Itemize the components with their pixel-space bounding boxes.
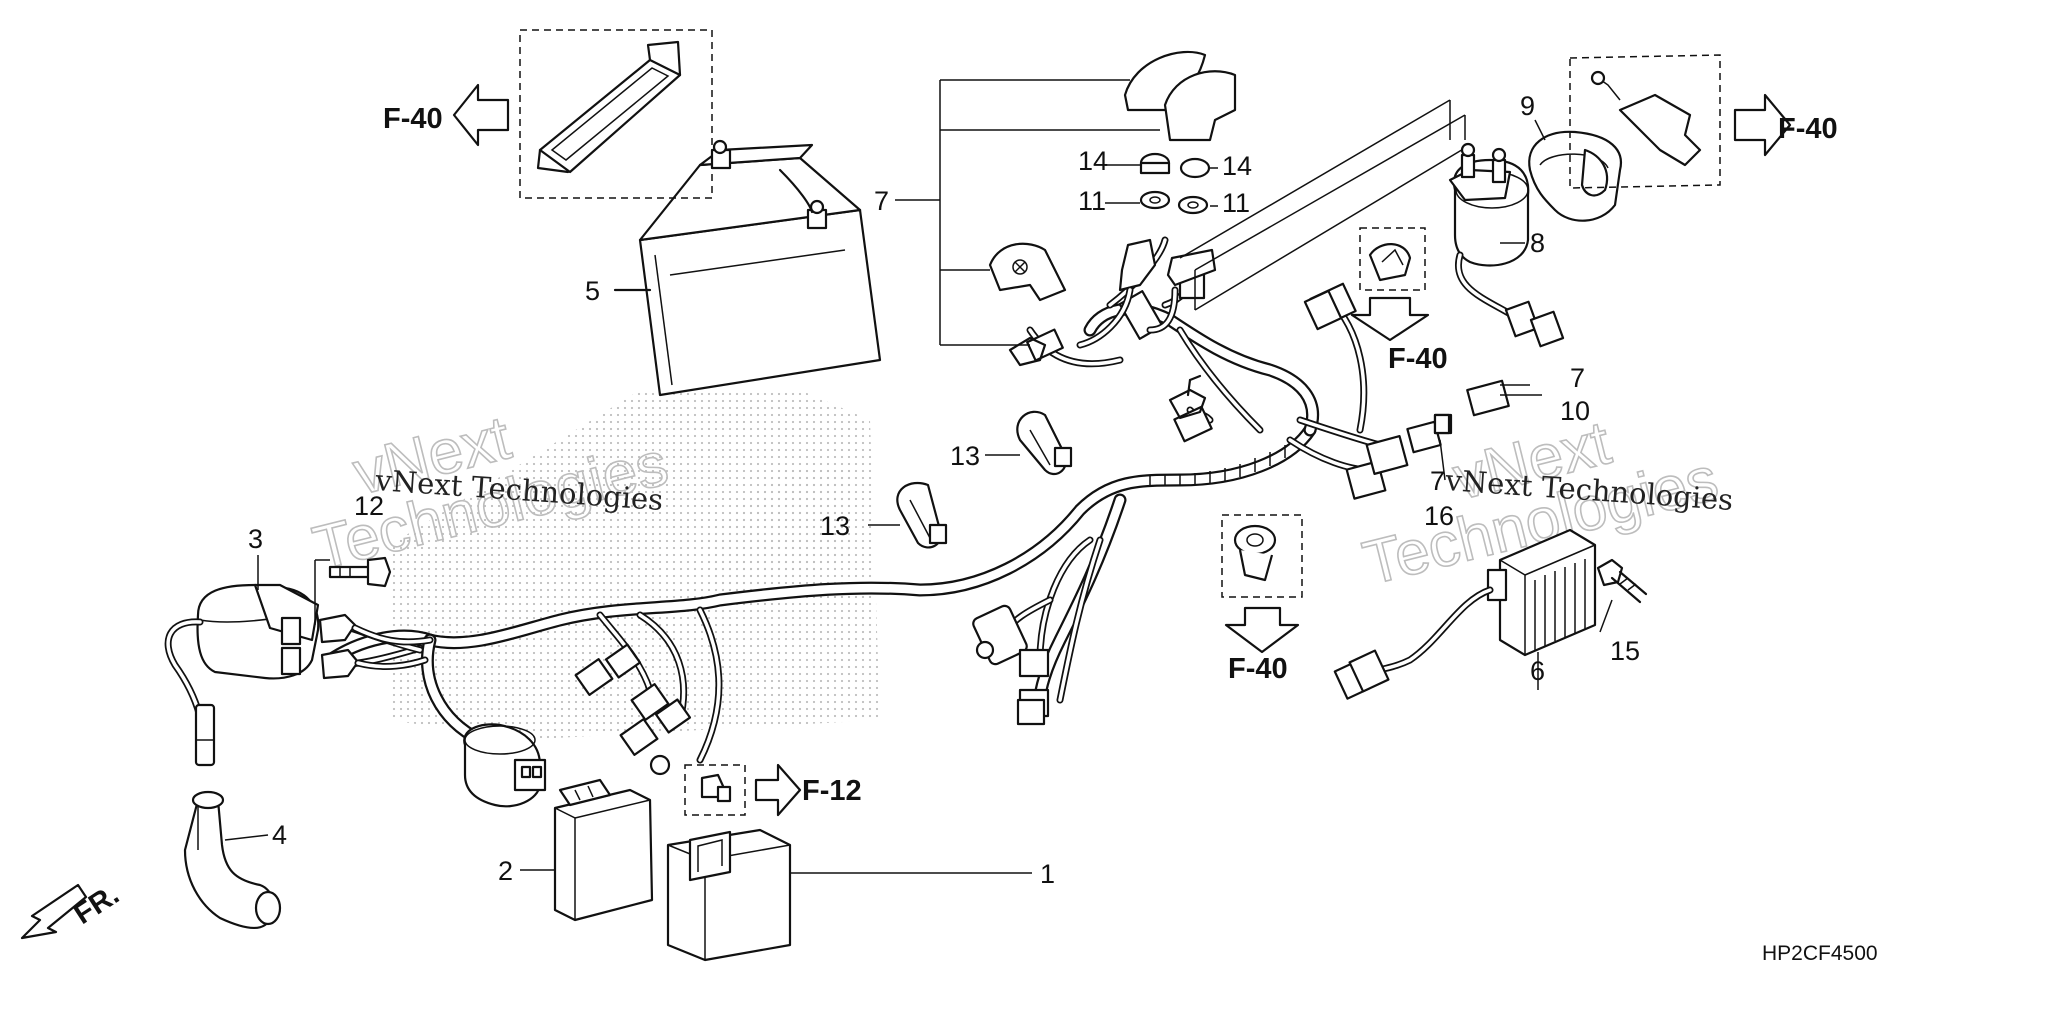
- band-clip-upper: [1016, 410, 1073, 476]
- fuse: [1433, 413, 1451, 435]
- cdi-connector: [463, 723, 547, 808]
- callout-6: 6: [1530, 656, 1545, 686]
- callout-3: 3: [248, 524, 263, 554]
- battery-terminal-covers: [988, 50, 1237, 302]
- ignition-coil: [164, 583, 320, 767]
- callout-7-c: 7: [1430, 466, 1445, 496]
- front-direction-arrow: [20, 883, 88, 940]
- band-clip-lower: [896, 481, 948, 549]
- callout-7-b: 7: [1570, 363, 1585, 393]
- bolt-12: [314, 556, 392, 625]
- solenoid-rubber-cover: [1528, 130, 1623, 222]
- ref-f40-solenoid: F-40: [1778, 113, 1838, 145]
- battery-strap-group: [519, 29, 713, 199]
- callout-2: 2: [498, 856, 513, 886]
- harness-clip-center: [1221, 514, 1303, 598]
- solenoid-bracket-group: [1569, 54, 1721, 189]
- ref-f40-clip-center: F-40: [1228, 653, 1288, 685]
- callout-8: 8: [1530, 228, 1545, 258]
- callout-7-bracket: [895, 79, 1160, 346]
- ref-arrow-clip-right: [1350, 296, 1430, 342]
- diagram-code: HP2CF4500: [1762, 942, 1878, 965]
- callout-13-a: 13: [950, 441, 980, 471]
- callout-11-b: 11: [1222, 188, 1250, 218]
- ref-f40-clip-right: F-40: [1388, 343, 1448, 375]
- callout-7-a: 7: [874, 186, 889, 216]
- callout-9: 9: [1520, 91, 1535, 121]
- ref-arrow-solenoid: [1733, 93, 1792, 157]
- ref-arrow-battery: [452, 83, 510, 147]
- callout-11-a: 11: [1078, 186, 1106, 216]
- reference-labels: F-40 F-40 F-40 F-40 F-12: [383, 103, 1838, 807]
- ref-arrow-bolt: [754, 763, 802, 817]
- coil-terminals: [318, 613, 434, 680]
- harness-clip-right: [1359, 227, 1426, 291]
- stipple-shading: [390, 390, 880, 740]
- regulator-rectifier: [1333, 528, 1597, 700]
- battery: [613, 139, 882, 397]
- callout-12: 12: [354, 491, 384, 521]
- ref-f40-battery: F-40: [383, 103, 443, 135]
- callout-4: 4: [272, 820, 287, 850]
- callout-leaders: [224, 119, 1613, 874]
- spark-plug-cap: [183, 790, 282, 929]
- cdi-unit: [553, 778, 654, 922]
- ref-f12-bolt: F-12: [802, 775, 862, 807]
- callout-1: 1: [1040, 859, 1055, 889]
- callout-14-b: 14: [1222, 151, 1252, 181]
- callout-5: 5: [585, 276, 600, 306]
- nuts-and-washers: [1139, 152, 1211, 215]
- callout-16: 16: [1424, 501, 1454, 531]
- callout-14-a: 14: [1078, 146, 1108, 176]
- bolt-f12-group: [684, 764, 746, 816]
- starter-solenoid: [1448, 142, 1565, 348]
- callout-10: 10: [1560, 396, 1590, 426]
- bolt-15: [1596, 558, 1648, 604]
- ref-arrow-clip-center: [1224, 606, 1300, 654]
- callout-13-b: 13: [820, 511, 850, 541]
- callout-numbers: 1 2 3 4 5 6 7 7 7 8 9 10 11 11 12 13 13 …: [248, 91, 1640, 889]
- callout-15: 15: [1610, 636, 1640, 666]
- battery-cables: [1008, 238, 1217, 420]
- cdi-rubber-mount: [666, 828, 792, 962]
- solenoid-leader-lines: [1179, 99, 1471, 311]
